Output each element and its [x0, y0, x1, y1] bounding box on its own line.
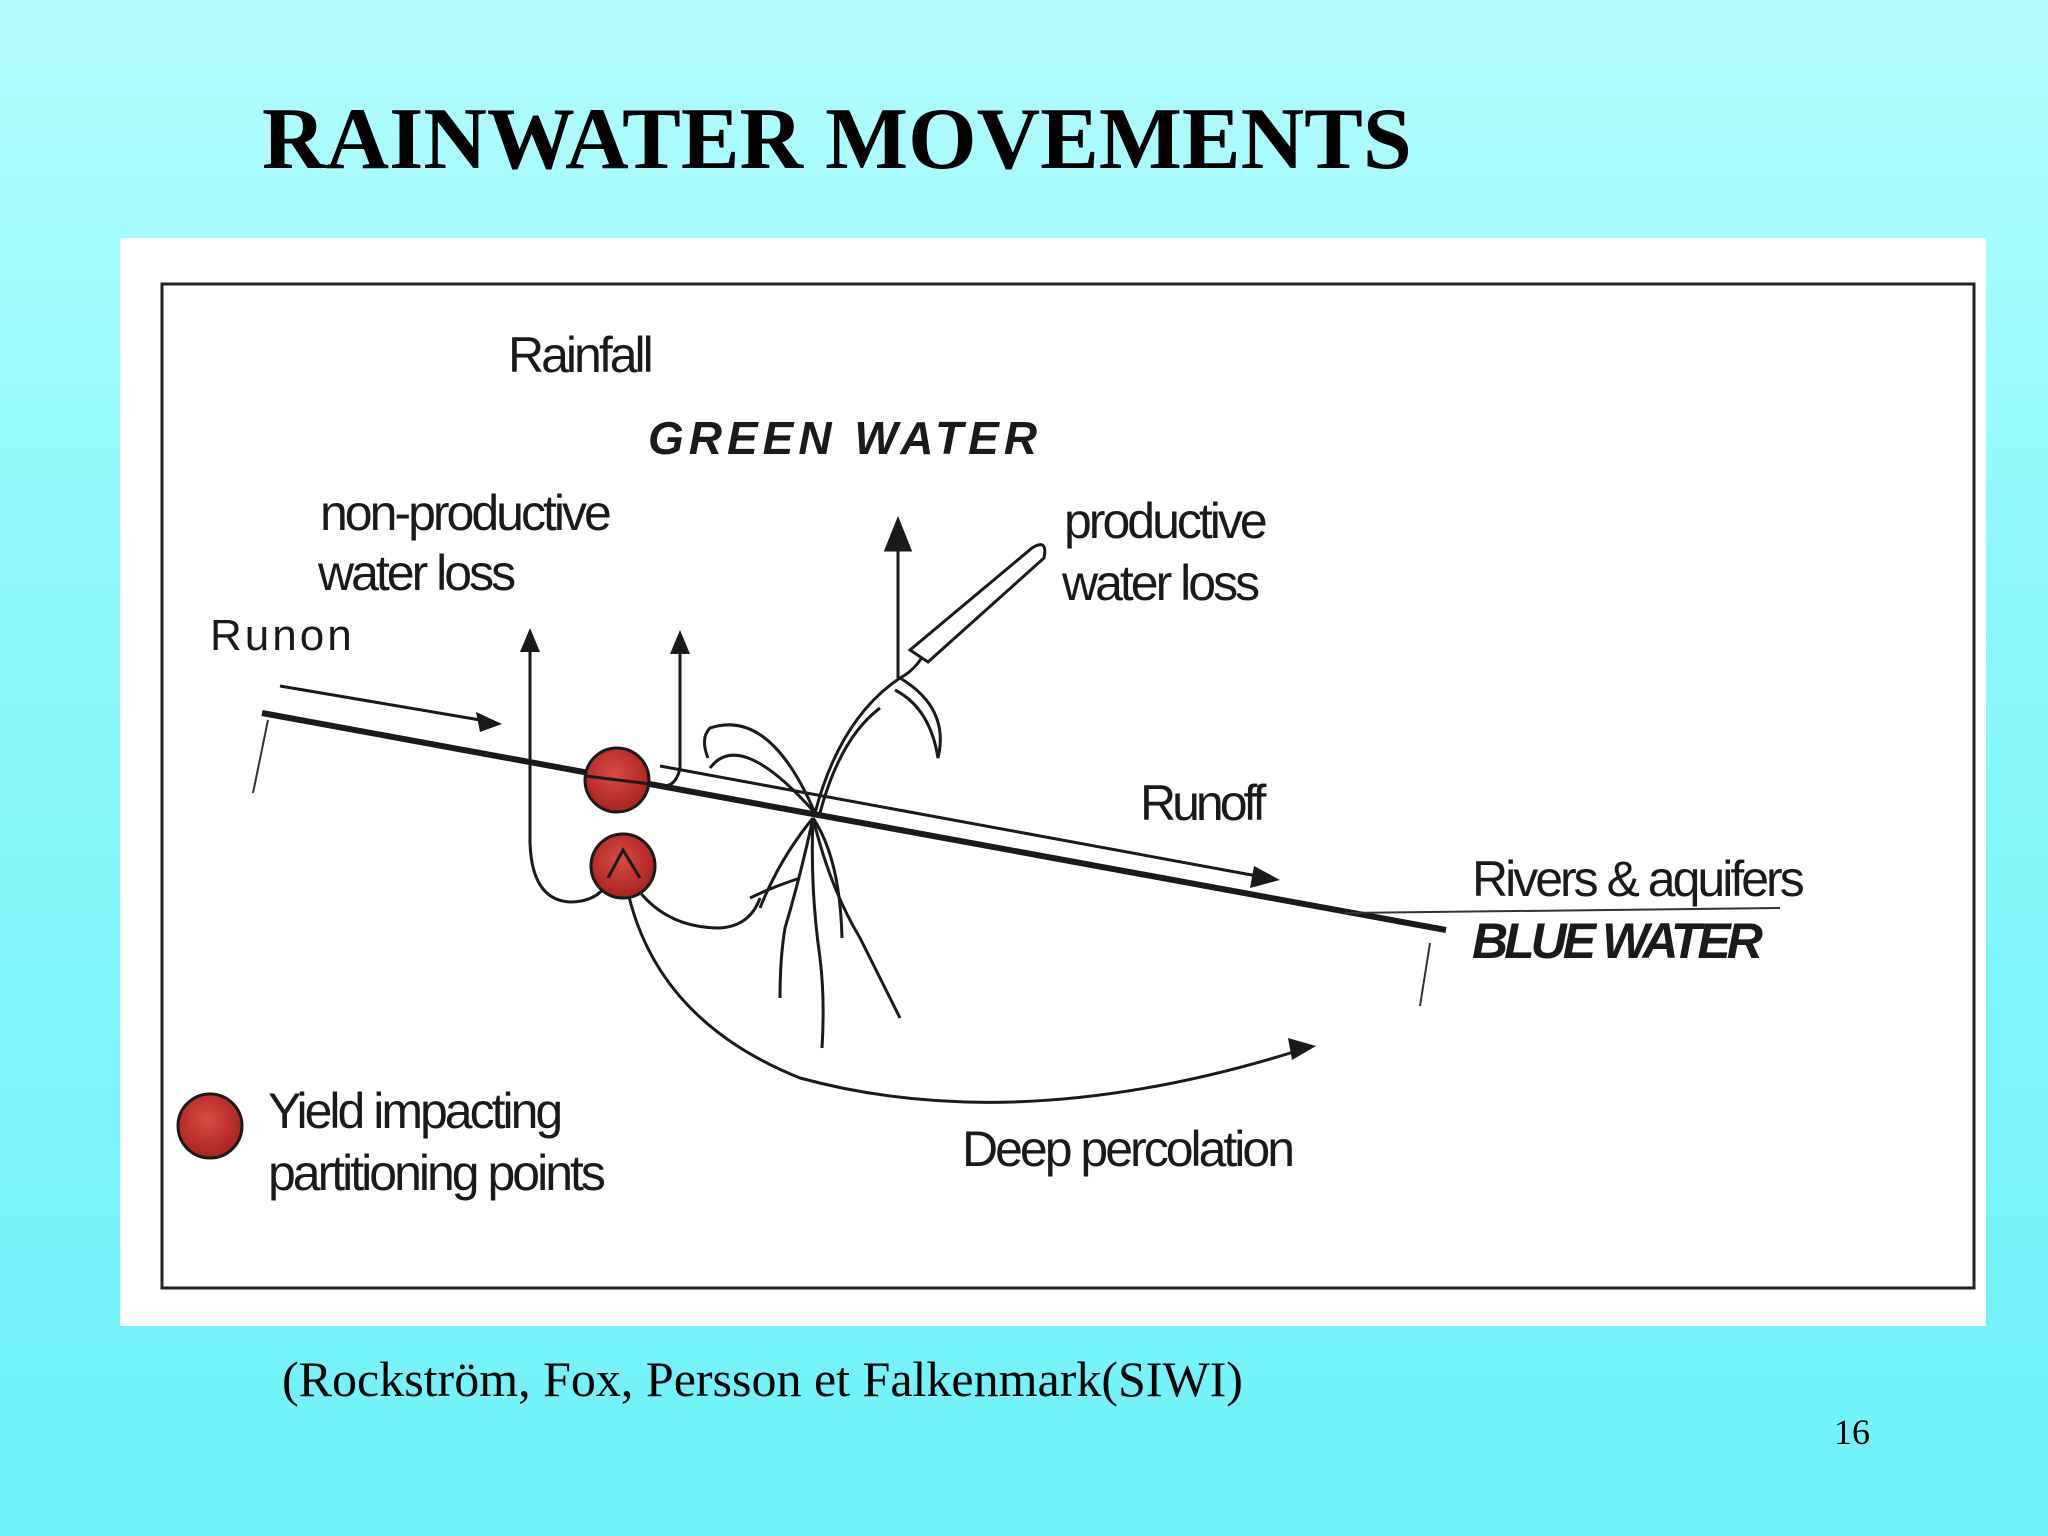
label-deep-percolation: Deep percolation [962, 1121, 1292, 1177]
label-legend-1: Yield impacting [268, 1083, 560, 1139]
left-tick [252, 719, 269, 794]
label-blue-water: BLUE WATER [1472, 913, 1763, 969]
label-runoff: Runoff [1140, 775, 1267, 831]
label-green-water: GREEN WATER [648, 412, 1042, 464]
page-number: 16 [1834, 1412, 1870, 1452]
ground-slope-line [261, 710, 1447, 933]
label-productive-2: water loss [1061, 555, 1259, 611]
citation: (Rockström, Fox, Persson et Falkenmark(S… [282, 1351, 1243, 1407]
rainwater-diagram-panel: Rainfall GREEN WATER non-productive wate… [120, 238, 1986, 1326]
label-rivers-aquifers: Rivers & aquifers [1472, 851, 1804, 907]
slide-title: RAINWATER MOVEMENTS [262, 91, 1412, 188]
label-rainfall: Rainfall [508, 327, 651, 383]
runon-arrow [279, 684, 502, 732]
rivers-pointer-line [1344, 907, 1781, 914]
label-runon: Runon [210, 611, 355, 660]
plant-illustration [703, 515, 1047, 1049]
rainwater-diagram: Rainfall GREEN WATER non-productive wate… [160, 282, 1976, 1290]
label-legend-2: partitioning points [268, 1145, 605, 1201]
label-non-productive-1: non-productive [320, 485, 610, 541]
root-uptake-path [628, 877, 762, 930]
label-productive-1: productive [1064, 493, 1266, 549]
runoff-arrow [659, 764, 1280, 888]
partition-point-upper-crossline [585, 774, 651, 786]
deep-percolation-arrow [623, 877, 1316, 1104]
label-non-productive-2: water loss [317, 545, 515, 601]
diagram-frame [160, 282, 1976, 1290]
legend-partition-dot [176, 1092, 244, 1160]
right-tick [1419, 942, 1431, 1007]
partition-point-lower [589, 832, 657, 900]
partition-point-lower-mark [606, 846, 642, 879]
